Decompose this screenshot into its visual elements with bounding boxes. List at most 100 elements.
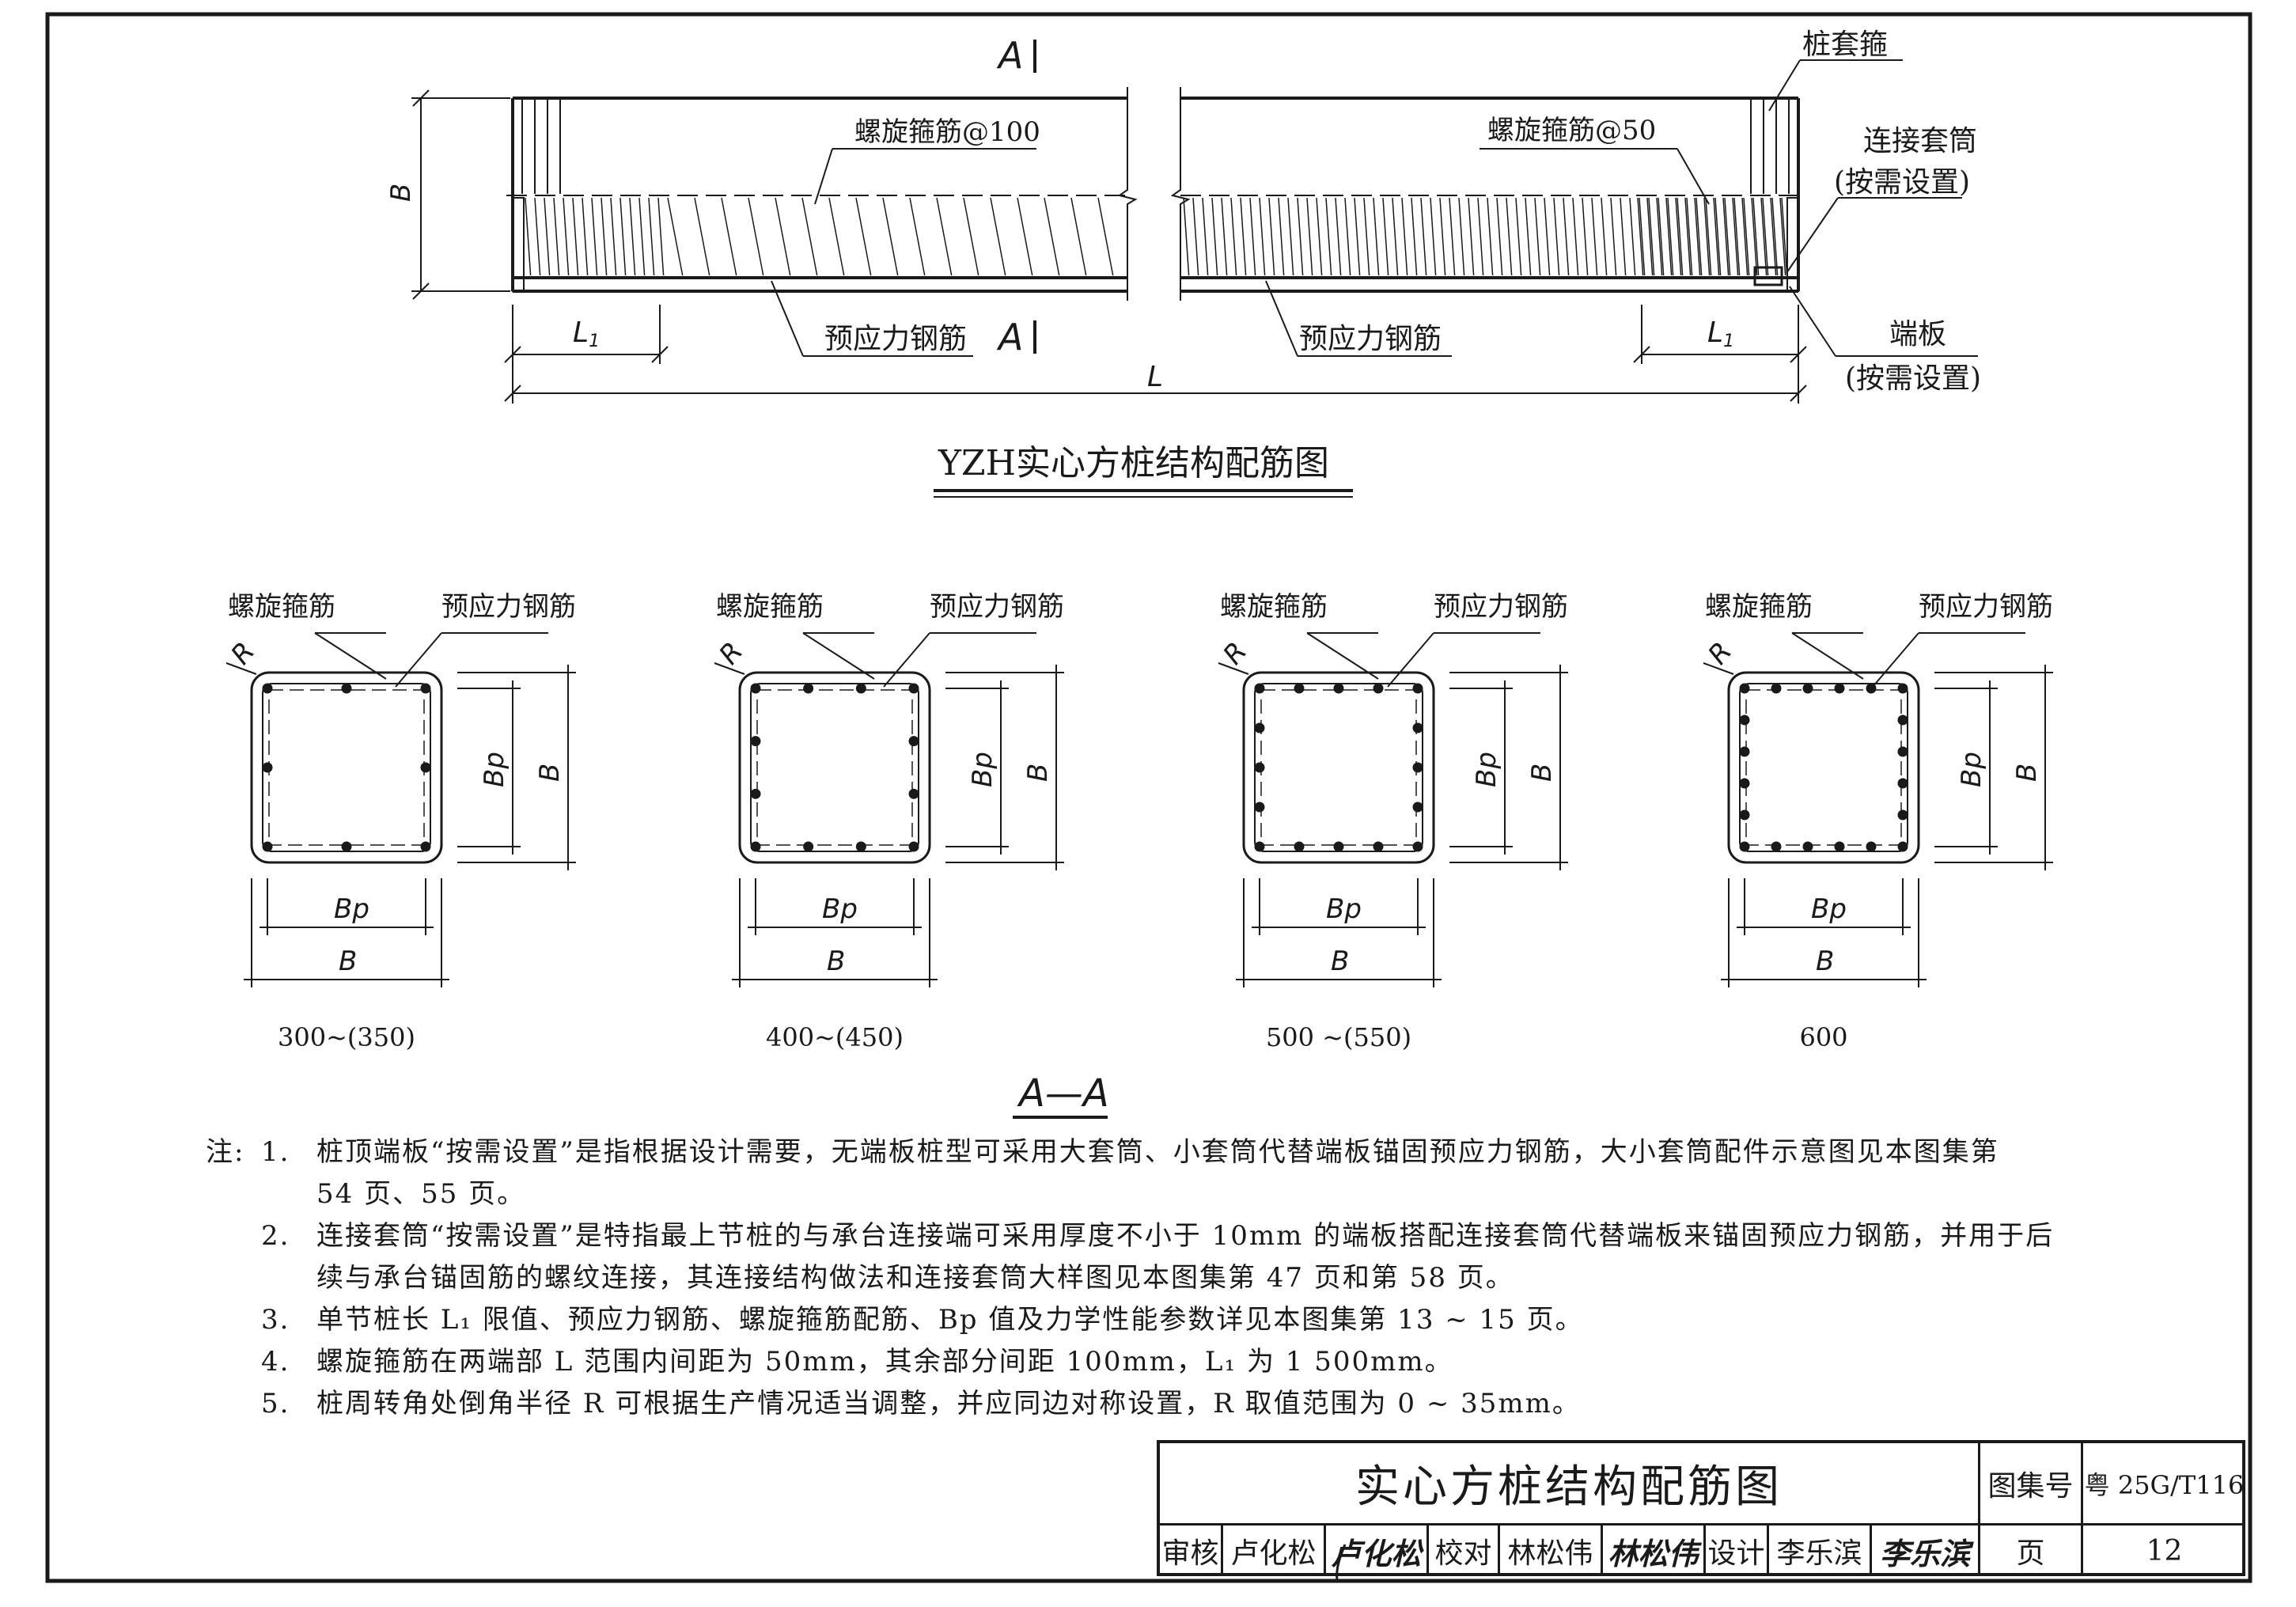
leader-spiral-tip <box>1306 632 1379 680</box>
title-block: 实心方桩结构配筋图 图集号 粤 25G/T116 审核 卢化松 卢化松 校对 林… <box>1157 1440 2245 1576</box>
prestress-bar <box>855 683 866 694</box>
dim-b-label: B <box>385 184 417 202</box>
prestress-bar <box>1412 722 1423 733</box>
note-number: 2. <box>261 1220 290 1252</box>
label-b-vertical: B <box>534 764 566 782</box>
label-prestress-left: 预应力钢筋 <box>824 323 967 355</box>
prestress-bar <box>750 788 761 799</box>
label-b-vertical: B <box>1022 764 1054 782</box>
label-prestress-right: 预应力钢筋 <box>1299 323 1442 355</box>
leader-r <box>714 662 745 675</box>
label-bp-horizontal: Bp <box>822 893 858 925</box>
sheet-border <box>45 12 2252 1583</box>
review-label: 审核 <box>1160 1526 1223 1576</box>
prestress-bar <box>262 683 273 694</box>
label-r: R <box>225 636 261 671</box>
section-spiral-inner <box>1745 689 1902 846</box>
note-prefix: 注: <box>206 1136 245 1168</box>
note-number: 3. <box>261 1304 290 1336</box>
section-spiral-inner <box>1260 689 1417 846</box>
prestress-bar <box>1739 714 1750 726</box>
label-b-vertical: B <box>1526 764 1558 782</box>
note-prefix <box>206 1299 261 1341</box>
prestress-bar <box>420 841 431 852</box>
label-prestress: 预应力钢筋 <box>1434 591 1568 623</box>
prestress-bar <box>750 841 761 852</box>
prestress-bar <box>1897 778 1908 789</box>
section-spiral-hoop <box>262 683 431 852</box>
prestress-bar <box>1412 802 1423 813</box>
prestress-bar <box>803 683 814 694</box>
design-label: 设计 <box>1706 1526 1769 1576</box>
label-end-plate-note: (按需设置) <box>1845 362 1981 395</box>
label-end-plate: 端板 <box>1889 318 1946 351</box>
label-b-horizontal: B <box>1331 946 1349 977</box>
note-number: 1. <box>261 1136 290 1168</box>
section-outline <box>1242 671 1435 864</box>
label-spiral: 螺旋箍筋 <box>1705 591 1813 623</box>
page-number: 12 <box>2146 1534 2183 1567</box>
leader-spiral-tip <box>1791 632 1864 680</box>
prestress-bar <box>1254 722 1265 733</box>
label-spiral: 螺旋箍筋 <box>716 591 824 623</box>
section-spiral-inner <box>756 689 913 846</box>
check-name: 林松伟 <box>1500 1526 1603 1576</box>
drawing-title: 实心方桩结构配筋图 <box>1160 1443 1980 1523</box>
label-spiral: 螺旋箍筋 <box>228 591 335 623</box>
note-prefix <box>206 1215 261 1257</box>
label-b-horizontal: B <box>339 946 357 977</box>
label-bp-vertical: Bp <box>479 752 510 787</box>
note-line: 注:1.桩顶端板“按需设置”是指根据设计需要，无端板桩型可采用大套筒、小套筒代替… <box>206 1131 2136 1173</box>
prestress-bar <box>1739 746 1750 757</box>
prestress-bar <box>1412 841 1423 852</box>
prestress-bar <box>1333 683 1344 694</box>
leader-prestress-tip <box>883 632 930 688</box>
note-text: 续与承台锚固筋的螺纹连接，其连接结构做法和连接套筒大样图见本图集第 47 页和第… <box>316 1262 1514 1294</box>
prestress-bar <box>855 841 866 852</box>
prestress-bar <box>750 683 761 694</box>
prestress-bar <box>908 683 919 694</box>
note-prefix <box>206 1383 261 1425</box>
leader-lines <box>771 59 1978 357</box>
prestress-bar <box>1373 841 1384 852</box>
note-prefix <box>206 1341 261 1383</box>
section-size-caption: 300~(350) <box>278 1022 415 1052</box>
note-line: 4.螺旋箍筋在两端部 L 范围内间距为 50mm，其余部分间距 100mm，L₁… <box>206 1341 2136 1383</box>
prestress-bar <box>908 841 919 852</box>
label-bp-horizontal: Bp <box>1326 893 1362 925</box>
label-connect-sleeve: 连接套筒 <box>1863 125 1977 157</box>
prestress-bar <box>1897 809 1908 821</box>
dimension-l1 <box>504 305 1807 364</box>
leader-prestress-tip <box>1872 632 1919 688</box>
prestress-bar <box>1254 802 1265 813</box>
label-sleeve-hoop: 桩套箍 <box>1802 28 1888 61</box>
note-line: 3.单节桩长 L₁ 限值、预应力钢筋、螺旋箍筋配筋、Bp 值及力学性能参数详见本… <box>206 1299 2136 1341</box>
label-bp-vertical: Bp <box>967 752 998 787</box>
prestress-bar <box>1866 841 1877 852</box>
note-text: 连接套筒“按需设置”是特指最上节桩的与承台连接端可采用厚度不小于 10mm 的端… <box>316 1220 2055 1252</box>
prestress-bar <box>1739 841 1750 852</box>
note-number: 4. <box>261 1346 290 1378</box>
prestress-bar <box>1294 841 1305 852</box>
design-name: 李乐滨 <box>1769 1526 1872 1576</box>
label-spiral-50: 螺旋箍筋@50 <box>1487 115 1656 146</box>
label-r: R <box>1217 636 1253 671</box>
design-signature: 李乐滨 <box>1872 1526 1980 1576</box>
prestress-bar <box>1897 841 1908 852</box>
prestress-bar <box>1897 714 1908 726</box>
leader-prestress-tip <box>395 632 442 688</box>
prestress-bar <box>1412 762 1423 773</box>
leader-spiral-tip <box>802 632 875 680</box>
prestress-bar <box>1254 762 1265 773</box>
section-size-caption: 400~(450) <box>766 1022 904 1052</box>
spiral-hoop-lines <box>525 197 1788 276</box>
prestress-bar <box>1412 683 1423 694</box>
section-outline <box>1727 671 1920 864</box>
section-size-caption: 600 <box>1799 1022 1847 1052</box>
prestress-bar <box>1802 841 1813 852</box>
label-bp-vertical: Bp <box>1471 752 1502 787</box>
review-signature: 卢化松 <box>1326 1526 1429 1576</box>
prestress-bar <box>1897 683 1908 694</box>
